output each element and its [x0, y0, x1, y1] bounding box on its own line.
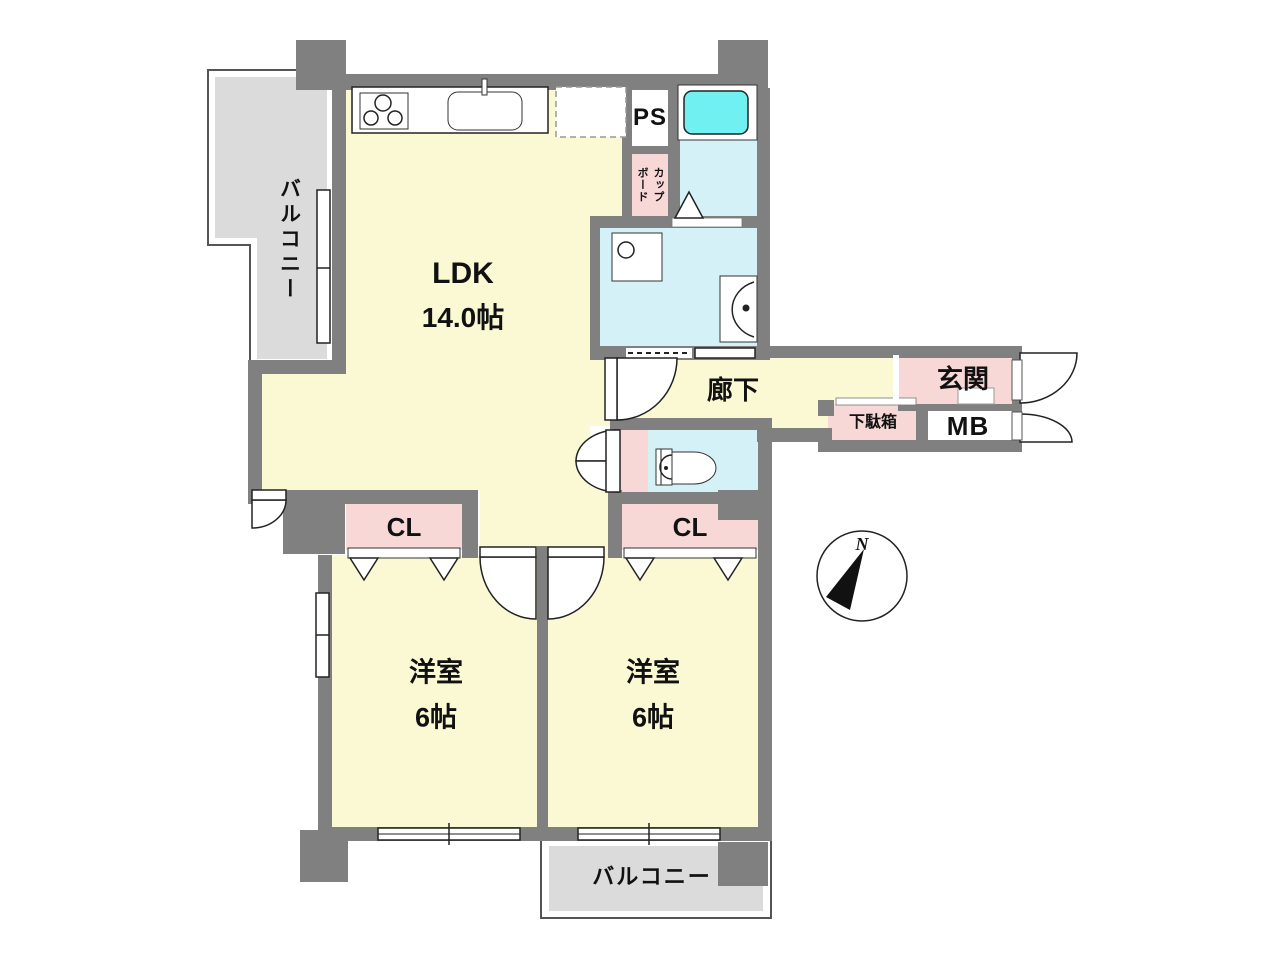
entrance-threshold	[893, 355, 899, 404]
ldk-floor	[346, 225, 590, 490]
kitchen-counter	[351, 78, 549, 134]
faucet	[481, 78, 488, 96]
ldk-size-label: 14.0帖	[421, 302, 505, 333]
bedroom-doors	[479, 546, 605, 620]
window	[694, 347, 756, 359]
refrigerator-space	[555, 86, 627, 138]
kitchen-sink	[447, 91, 523, 131]
mb-fill	[928, 410, 1012, 440]
window	[577, 823, 721, 845]
burner	[387, 110, 403, 126]
bedroom-right-label: 洋室	[626, 657, 680, 688]
windows	[315, 189, 756, 845]
closet-folding-doors	[347, 547, 757, 582]
window	[315, 592, 330, 678]
closet-left-fill	[346, 502, 462, 550]
hallway-label: 廊下	[706, 375, 760, 405]
entrance-door	[1011, 352, 1078, 443]
ldk-label: LDK	[432, 257, 494, 290]
closet-right-label: CL	[672, 512, 708, 542]
hallway-door	[604, 357, 678, 421]
burner	[363, 110, 379, 126]
cupboard-label: カップボード	[636, 167, 664, 203]
burner	[374, 94, 392, 112]
bedroom-left-label: 洋室	[409, 657, 463, 688]
bathtub	[677, 84, 758, 141]
cupboard-fill	[632, 154, 668, 216]
entrance-step	[957, 387, 995, 405]
bedroom-left-size-label: 6帖	[414, 702, 458, 733]
compass-north-label: N	[855, 534, 869, 554]
bedroom-right-size-label: 6帖	[631, 702, 675, 733]
bathroom-door	[671, 190, 743, 228]
balcony-left-label: バルコニー	[277, 177, 301, 303]
balcony-left	[207, 69, 335, 367]
window	[316, 189, 331, 344]
compass-needle	[826, 549, 864, 610]
toilet-double-door	[575, 429, 621, 493]
balcony-bottom-label: バルコニー	[592, 864, 712, 889]
shoe-cabinet-label: 下駄箱	[848, 414, 898, 431]
shoe-cabinet-top	[835, 397, 917, 406]
ldk-floor	[262, 374, 346, 494]
toilet	[655, 448, 717, 486]
ldk-corner-door	[251, 489, 287, 529]
pipe-space-label: PS	[632, 104, 668, 131]
washroom-sliding-door	[626, 348, 692, 358]
meter-box-door	[1019, 413, 1073, 443]
toilet-side-fill	[620, 430, 648, 493]
wash-basin	[719, 275, 758, 343]
closet-left-label: CL	[386, 512, 422, 542]
meter-box-label: MB	[946, 411, 990, 441]
compass	[816, 530, 908, 622]
washing-machine	[611, 232, 663, 282]
entrance-label: 玄関	[936, 364, 990, 394]
ps-fill	[632, 88, 668, 146]
window	[377, 823, 521, 845]
